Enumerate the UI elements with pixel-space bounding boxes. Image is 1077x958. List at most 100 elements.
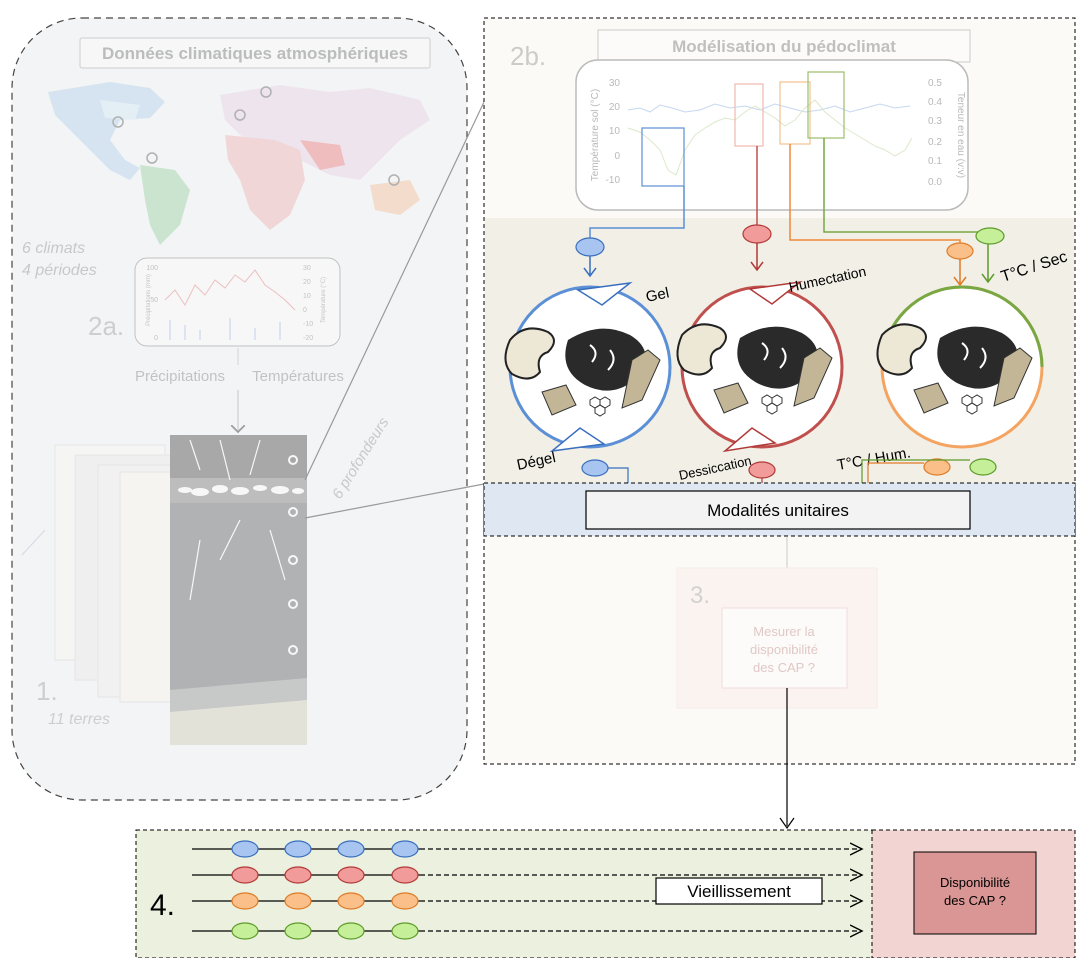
chart-right-tick-0: 0.5 (928, 78, 942, 89)
mini-ylabel-left: Précipitations (mm) (146, 274, 152, 326)
green-node-1 (231, 922, 259, 940)
soil-sheet-3 (97, 464, 209, 698)
tc-sec-bottom-node (969, 458, 997, 476)
soils-label: 11 terres (48, 711, 110, 728)
gel-connector (589, 186, 685, 238)
panel-4-result-area (871, 829, 1076, 958)
mini-left-tick-2: 0 (154, 335, 158, 342)
orange-node-4 (391, 892, 419, 910)
mini-left-tick-1: 50 (150, 297, 158, 304)
tc-hum-highlight-box (779, 81, 811, 145)
step-3: 3. (690, 582, 710, 609)
modalites-box (585, 490, 971, 530)
orange-node-1 (231, 892, 259, 910)
orange-node-2 (284, 892, 312, 910)
vieillissement-label: Vieillissement (687, 882, 791, 901)
climates-label: 6 climats (22, 240, 85, 257)
orange-node-3 (337, 892, 365, 910)
result-line-1: Disponibilité (940, 875, 1010, 890)
temperatures-label: Températures (252, 368, 344, 385)
chart-right-tick-1: 0.4 (928, 97, 942, 108)
tc-sec-connector (823, 138, 980, 233)
gel-arrowhead (575, 281, 633, 306)
modalites-label: Modalités unitaires (707, 501, 849, 520)
panel-1-climate-data: Données climatiques atmosphériques 6 cli… (11, 17, 468, 801)
panel-2b-title-box (597, 29, 971, 63)
arrow-to-panel-4-head (779, 817, 795, 830)
tc-sec-down-arrow (981, 244, 995, 284)
dessiccation-node (748, 461, 776, 479)
step-1: 1. (36, 676, 58, 706)
connector-line-top (304, 101, 485, 481)
blue-node-4 (391, 840, 419, 858)
degel-node (581, 459, 609, 477)
climate-mini-chart: 100 50 0 30 20 10 0 -10 -20 Précipitatio… (134, 257, 341, 347)
chart-ylabel-right: Teneur en eau (v:v) (955, 92, 966, 178)
panel-3-line-1: Mesurer la (753, 624, 815, 639)
step-4: 4. (150, 889, 175, 922)
dessiccation-arrowhead (722, 427, 778, 453)
red-node-1 (231, 866, 259, 884)
vieillissement-box (655, 877, 823, 905)
blue-node-2 (284, 840, 312, 858)
mini-right-tick-3: 0 (303, 307, 307, 314)
green-node-2 (284, 922, 312, 940)
gel-down-arrow (583, 256, 597, 278)
soil-sheet-4 (119, 471, 181, 703)
panel-1-title-box (79, 37, 431, 69)
cycle-humectation-dessiccation (676, 280, 844, 453)
tc-sec-to-modalites (861, 459, 970, 491)
stack-arrow (21, 529, 46, 556)
panel-3: 3. Mesurer la disponibilité des CAP ? (676, 536, 878, 709)
panel-3-box (721, 607, 848, 689)
panel-1-title: Données climatiques atmosphériques (102, 44, 408, 63)
degel-arrowhead (549, 427, 607, 453)
chart-left-tick-0: 30 (609, 78, 621, 89)
humectation-arrowhead (747, 280, 803, 305)
panel-1-border (11, 17, 468, 801)
chart-left-tick-4: -10 (606, 175, 621, 186)
mini-ylabel-right: Température (°C) (321, 277, 327, 323)
humectation-down-arrow (750, 243, 764, 272)
gel-highlight-box (641, 127, 685, 187)
red-node-4 (391, 866, 419, 884)
mini-left-tick-0: 100 (146, 265, 158, 272)
blue-node-3 (337, 840, 365, 858)
chart-right-tick-3: 0.2 (928, 137, 942, 148)
soil-profile (170, 435, 307, 745)
mini-right-tick-5: -20 (303, 335, 313, 342)
soil-sheet-1 (54, 444, 166, 661)
panel-2b-title: Modélisation du pédoclimat (672, 37, 896, 56)
panel-3-line-2: disponibilité (750, 642, 818, 657)
result-line-2: des CAP ? (944, 893, 1006, 908)
soil-sheet-2 (74, 454, 186, 681)
chart-right-tick-5: 0.0 (928, 177, 942, 188)
chart-left-tick-1: 20 (609, 102, 621, 113)
red-node-2 (284, 866, 312, 884)
tc-hum-to-modalites (867, 462, 924, 491)
cycle-gel-degel (504, 281, 672, 453)
connector-line-bottom (304, 483, 485, 519)
tc-hum-bottom-node (923, 458, 951, 476)
world-map (48, 82, 430, 245)
red-node-3 (337, 866, 365, 884)
gel-node (575, 237, 605, 257)
chart-right-tick-2: 0.3 (928, 116, 942, 127)
green-node-4 (391, 922, 419, 940)
panel-2b-pedoclimate: 2b. Modélisation du pédoclimat 30 20 10 … (483, 17, 1076, 765)
periods-label: 4 périodes (22, 262, 97, 279)
tc-hum-connector (789, 144, 961, 244)
humectation-node (742, 224, 772, 244)
mini-right-tick-0: 30 (303, 265, 311, 272)
cycle-temperature (876, 285, 1044, 449)
mini-right-tick-2: 10 (303, 293, 311, 300)
chart-ylabel-left: Température sol (°C) (590, 89, 601, 181)
blue-node-1 (231, 840, 259, 858)
pedoclimate-chart: 30 20 10 0 -10 0.5 0.4 0.3 0.2 0.1 0.0 T… (575, 59, 969, 211)
panel-3-line-3: des CAP ? (753, 660, 815, 675)
green-node-3 (337, 922, 365, 940)
precipitations-label: Précipitations (135, 368, 225, 385)
tc-hum-node (946, 242, 974, 260)
step-2b: 2b. (510, 41, 546, 71)
